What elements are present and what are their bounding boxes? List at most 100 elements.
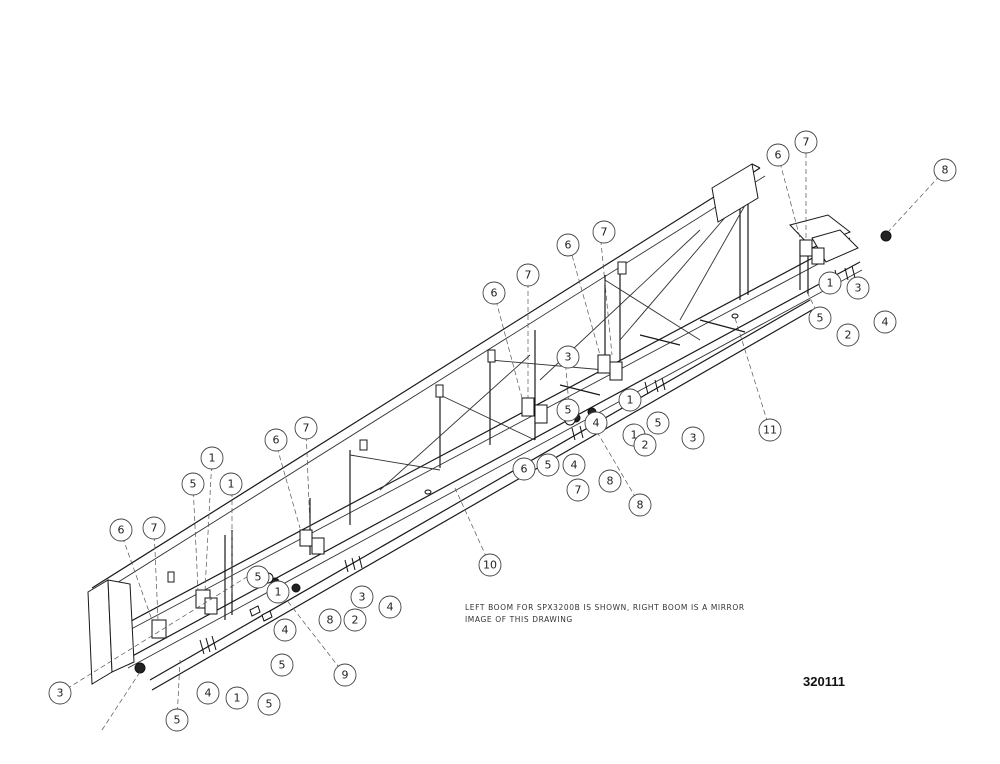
- callout-circle: [873, 310, 897, 334]
- callout-label: 5: [255, 571, 262, 584]
- callout-label: 5: [565, 404, 572, 417]
- callout-balloon: 5: [257, 692, 281, 716]
- callout-label: 5: [279, 659, 286, 672]
- callout-balloon: 7: [294, 416, 318, 440]
- callout-balloon: 8: [628, 493, 652, 517]
- callout-balloon: 7: [566, 478, 590, 502]
- callout-label: 7: [525, 269, 532, 282]
- callout-balloon: 5: [808, 306, 832, 330]
- callout-balloon: 3: [846, 276, 870, 300]
- callout-label: 8: [607, 475, 614, 488]
- callout-circle: [681, 426, 705, 450]
- callout-label: 6: [521, 463, 528, 476]
- callout-circle: [378, 595, 402, 619]
- boom-frame: [87, 163, 863, 691]
- callout-circle: [257, 692, 281, 716]
- callout-label: 1: [234, 692, 241, 705]
- callout-balloon: 1: [818, 271, 842, 295]
- callout-balloon: 3: [681, 426, 705, 450]
- callout-label: 3: [855, 282, 862, 295]
- callout-balloon: 5: [270, 653, 294, 677]
- callout-label: 7: [303, 422, 310, 435]
- callout-label: 2: [352, 614, 359, 627]
- callout-label: 6: [118, 524, 125, 537]
- callout-balloon: 5: [536, 453, 560, 477]
- callout-circle: [350, 585, 374, 609]
- callout-circle: [294, 416, 318, 440]
- callout-circle: [264, 428, 288, 452]
- callout-label: 5: [655, 417, 662, 430]
- callout-circle: [633, 433, 657, 457]
- callout-balloon: 7: [592, 220, 616, 244]
- callout-circle: [225, 686, 249, 710]
- callout-label: 4: [387, 601, 394, 614]
- callout-circle: [766, 143, 790, 167]
- callout-balloon: 4: [273, 618, 297, 642]
- callout-label: 6: [775, 149, 782, 162]
- callout-circle: [556, 398, 580, 422]
- callout-circle: [512, 457, 536, 481]
- callout-balloon: 5: [556, 398, 580, 422]
- callout-circle: [266, 580, 290, 604]
- callout-label: 7: [601, 226, 608, 239]
- callout-balloon: 8: [318, 608, 342, 632]
- note-line-2: IMAGE OF THIS DRAWING: [465, 615, 573, 624]
- callout-circle: [273, 618, 297, 642]
- callout-label: 11: [763, 424, 777, 437]
- callout-circle: [142, 516, 166, 540]
- callout-label: 3: [690, 432, 697, 445]
- callout-circle: [846, 276, 870, 300]
- callout-balloon: 6: [482, 281, 506, 305]
- callout-circle: [556, 345, 580, 369]
- callout-circle: [333, 663, 357, 687]
- callout-balloon: 6: [264, 428, 288, 452]
- callout-label: 3: [359, 591, 366, 604]
- callout-balloon: 3: [556, 345, 580, 369]
- drawing-id: 320111: [803, 674, 845, 689]
- callout-circle: [181, 472, 205, 496]
- callout-balloon: 8: [933, 158, 957, 182]
- callout-label: 7: [151, 522, 158, 535]
- callout-label: 6: [565, 239, 572, 252]
- callout-balloon: 8: [598, 469, 622, 493]
- callout-circle: [478, 553, 502, 577]
- callout-circle: [618, 388, 642, 412]
- callout-label: 6: [491, 287, 498, 300]
- callout-balloon: 1: [200, 446, 224, 470]
- callout-balloon: 1: [266, 580, 290, 604]
- callout-circle: [628, 493, 652, 517]
- callout-label: 8: [327, 614, 334, 627]
- callout-balloon: 1: [225, 686, 249, 710]
- callout-circle: [808, 306, 832, 330]
- callout-circle: [836, 323, 860, 347]
- callout-label: 5: [817, 312, 824, 325]
- callout-balloon: 11: [758, 418, 782, 442]
- callout-circle: [219, 472, 243, 496]
- callout-label: 2: [642, 439, 649, 452]
- callout-balloon: 3: [48, 681, 72, 705]
- callout-balloon: 4: [562, 453, 586, 477]
- callout-circle: [556, 233, 580, 257]
- callout-balloon: 6: [556, 233, 580, 257]
- callout-circle: [482, 281, 506, 305]
- callout-label: 8: [942, 164, 949, 177]
- callout-circle: [516, 263, 540, 287]
- callout-circle: [562, 453, 586, 477]
- callout-label: 1: [228, 478, 235, 491]
- callout-balloon: 6: [109, 518, 133, 542]
- callout-balloon: 5: [246, 565, 270, 589]
- callout-circle: [794, 130, 818, 154]
- callout-balloon: 4: [873, 310, 897, 334]
- callout-label: 7: [575, 484, 582, 497]
- callout-circle: [165, 708, 189, 732]
- callout-label: 1: [631, 429, 638, 442]
- callout-label: 9: [342, 669, 349, 682]
- callout-circle: [536, 453, 560, 477]
- callout-label: 3: [57, 687, 64, 700]
- callout-balloon: 3: [350, 585, 374, 609]
- callout-circle: [246, 565, 270, 589]
- callout-balloon: 6: [512, 457, 536, 481]
- callout-circle: [48, 681, 72, 705]
